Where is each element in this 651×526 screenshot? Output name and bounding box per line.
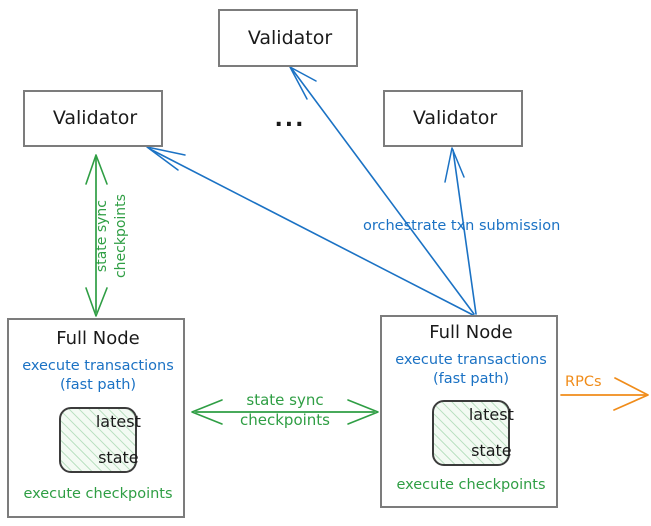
fullnode-right-blue-line-1: execute transactions — [395, 352, 547, 368]
arrow-state-sync-vertical — [85, 154, 108, 317]
orchestrate-txn-submission-label: orchestrate txn submission — [363, 218, 561, 234]
arrow-fullnode-to-validator-left — [146, 146, 474, 316]
fullnode-left-latest-state-box[interactable]: latest state — [59, 407, 141, 473]
arrow-fullnode-to-validator-right — [444, 147, 477, 315]
arrow-rpcs — [560, 377, 649, 411]
rpcs-label: RPCs — [565, 374, 602, 390]
state-sync-vertical-label-line2: checkpoints — [112, 194, 129, 279]
validator-left-label: Validator — [52, 107, 138, 129]
fullnode-right-latest-state-text: latest state — [428, 388, 514, 478]
node-validator-top[interactable]: Validator — [218, 9, 358, 67]
fullnode-left-state-line-1: latest — [95, 412, 141, 432]
state-sync-horizontal-label-line2: checkpoints — [240, 411, 330, 429]
fullnode-right-state-line-1: latest — [468, 405, 514, 425]
node-validator-right[interactable]: Validator — [383, 90, 523, 147]
arrow-fullnode-to-validator-top — [289, 66, 475, 315]
node-validator-left[interactable]: Validator — [23, 90, 163, 147]
arrow-state-sync-horizontal — [191, 399, 379, 425]
validator-right-label: Validator — [412, 107, 498, 129]
state-sync-vertical-label-line1: state sync — [93, 200, 110, 273]
node-fullnode-right[interactable]: Full Node execute transactions (fast pat… — [380, 315, 558, 508]
node-fullnode-left[interactable]: Full Node execute transactions (fast pat… — [7, 318, 185, 518]
fullnode-left-blue-line-1: execute transactions — [22, 358, 174, 374]
state-sync-horizontal-label-line1: state sync — [246, 391, 324, 409]
fullnode-left-green-line: execute checkpoints — [23, 486, 173, 502]
fullnode-right-state-line-2: state — [471, 440, 512, 460]
fullnode-right-title: Full Node — [429, 322, 513, 343]
fullnode-left-latest-state-text: latest state — [55, 395, 141, 485]
fullnode-left-title: Full Node — [56, 328, 140, 349]
fullnode-right-green-line: execute checkpoints — [396, 477, 546, 493]
fullnode-left-state-line-2: state — [98, 447, 139, 467]
fullnode-right-blue-line-2: (fast path) — [432, 371, 510, 387]
fullnode-left-blue-line-2: (fast path) — [59, 377, 137, 393]
ellipsis-label: ... — [274, 107, 306, 132]
fullnode-right-latest-state-box[interactable]: latest state — [432, 400, 514, 466]
validator-top-label: Validator — [247, 27, 333, 49]
